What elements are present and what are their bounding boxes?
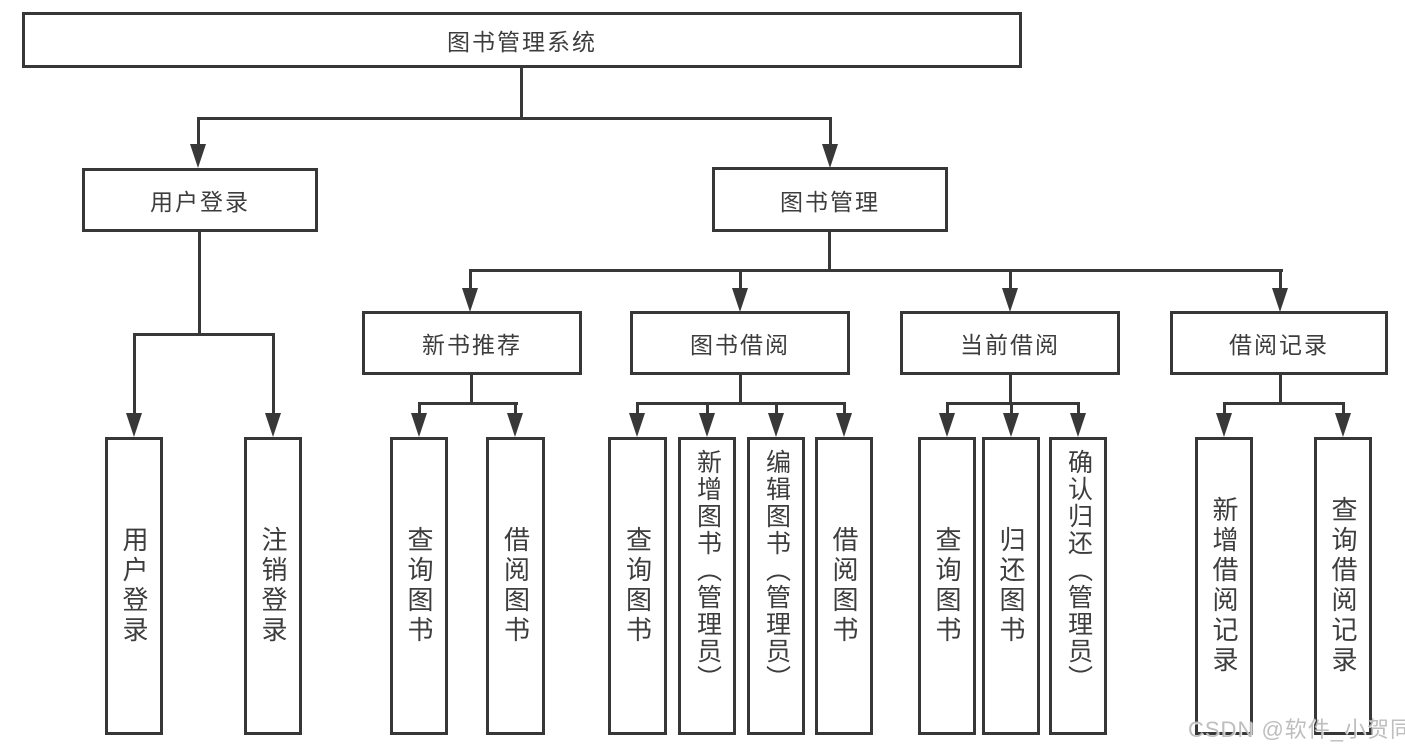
arrow-down-icon: [1216, 413, 1232, 437]
node-bb-add-books: 新增图书（管理员）: [678, 437, 736, 735]
connector-line: [1223, 402, 1345, 405]
connector-line: [197, 117, 200, 148]
node-book-borrowing-label: 图书借阅: [690, 332, 790, 358]
connector-line: [828, 232, 831, 270]
connector-line: [197, 117, 832, 120]
node-br-query-record-label: 查询借阅记录: [1328, 496, 1358, 676]
node-bb-query-books-label: 查询图书: [622, 526, 653, 646]
node-cb-return-books-label: 归还图书: [996, 526, 1026, 646]
connector-line: [1279, 269, 1282, 290]
connector-line: [418, 402, 518, 405]
node-leaf-logout-label: 注销登录: [258, 526, 288, 646]
node-root-label: 图书管理系统: [447, 29, 597, 55]
arrow-down-icon: [768, 413, 784, 437]
connector-line: [1009, 269, 1012, 290]
arrow-down-icon: [462, 288, 478, 312]
node-new-book-recommend-label: 新书推荐: [422, 332, 522, 358]
arrow-down-icon: [1003, 413, 1019, 437]
node-cb-query-books: 查询图书: [918, 437, 976, 735]
node-borrowing-records: 借阅记录: [1170, 311, 1388, 375]
connector-line: [198, 232, 201, 335]
node-nb-query-books-label: 查询图书: [404, 526, 434, 646]
connector-line: [133, 333, 275, 336]
node-leaf-user-login: 用户登录: [105, 437, 163, 735]
connector-line: [1009, 375, 1012, 404]
node-leaf-user-login-label: 用户登录: [119, 526, 149, 646]
node-book-management: 图书管理: [712, 167, 948, 232]
arrow-down-icon: [507, 413, 523, 437]
node-current-borrowing: 当前借阅: [900, 311, 1120, 375]
arrow-down-icon: [699, 413, 715, 437]
node-book-management-label: 图书管理: [780, 188, 880, 215]
connector-line: [272, 333, 275, 415]
connector-line: [470, 375, 473, 404]
arrow-down-icon: [190, 144, 206, 168]
node-cb-return-books: 归还图书: [982, 437, 1040, 735]
connector-line: [1342, 402, 1345, 415]
node-book-borrowing: 图书借阅: [630, 311, 850, 375]
connector-line: [739, 375, 742, 404]
node-bb-add-books-label: 新增图书（管理员）: [693, 449, 722, 692]
node-nb-borrow-books-label: 借阅图书: [500, 526, 531, 646]
arrow-down-icon: [1070, 413, 1086, 437]
arrow-down-icon: [629, 413, 645, 437]
node-user-login-label: 用户登录: [150, 189, 250, 215]
node-br-query-record: 查询借阅记录: [1314, 437, 1372, 735]
connector-line: [418, 402, 421, 415]
connector-line: [829, 117, 832, 148]
connector-line: [469, 269, 472, 290]
arrow-down-icon: [836, 413, 852, 437]
connector-line: [133, 333, 136, 415]
node-bb-edit-books-label: 编辑图书（管理员）: [762, 449, 791, 692]
arrow-down-icon: [1335, 413, 1351, 437]
connector-line: [1279, 375, 1282, 404]
arrow-down-icon: [126, 413, 142, 437]
connector-line: [1010, 402, 1013, 415]
connector-line: [739, 269, 742, 290]
connector-line: [520, 68, 523, 117]
arrow-down-icon: [822, 144, 838, 168]
node-bb-edit-books: 编辑图书（管理员）: [747, 437, 805, 735]
node-br-add-record: 新增借阅记录: [1195, 437, 1253, 735]
arrow-down-icon: [1002, 288, 1018, 312]
node-current-borrowing-label: 当前借阅: [960, 332, 1060, 358]
arrow-down-icon: [265, 413, 281, 437]
arrow-down-icon: [732, 288, 748, 312]
connector-line: [636, 402, 639, 415]
connector-line: [636, 402, 846, 405]
csdn-watermark: CSDN @软件_小贺同学: [1188, 717, 1405, 742]
node-bb-borrow-books-label: 借阅图书: [829, 526, 859, 646]
node-bb-borrow-books: 借阅图书: [815, 437, 873, 735]
node-br-add-record-label: 新增借阅记录: [1209, 496, 1239, 676]
node-leaf-logout: 注销登录: [244, 437, 302, 735]
node-bb-query-books: 查询图书: [608, 437, 667, 735]
node-nb-query-books: 查询图书: [390, 437, 448, 735]
node-cb-query-books-label: 查询图书: [932, 526, 962, 646]
connector-line: [514, 402, 517, 415]
node-nb-borrow-books: 借阅图书: [486, 437, 545, 735]
node-cb-confirm-return: 确认归还（管理员）: [1049, 437, 1107, 735]
arrow-down-icon: [1272, 288, 1288, 312]
connector-line: [706, 402, 709, 415]
connector-line: [1223, 402, 1226, 415]
node-user-login: 用户登录: [82, 168, 318, 232]
node-new-book-recommend: 新书推荐: [362, 311, 582, 375]
connector-line: [775, 402, 778, 415]
connector-line: [1077, 402, 1080, 415]
node-borrowing-records-label: 借阅记录: [1229, 332, 1329, 358]
connector-line: [946, 402, 1080, 405]
arrow-down-icon: [939, 413, 955, 437]
node-cb-confirm-return-label: 确认归还（管理员）: [1064, 449, 1093, 692]
node-root: 图书管理系统: [22, 12, 1022, 68]
connector-line: [843, 402, 846, 415]
connector-line: [469, 269, 1283, 272]
connector-line: [946, 402, 949, 415]
arrow-down-icon: [411, 413, 427, 437]
